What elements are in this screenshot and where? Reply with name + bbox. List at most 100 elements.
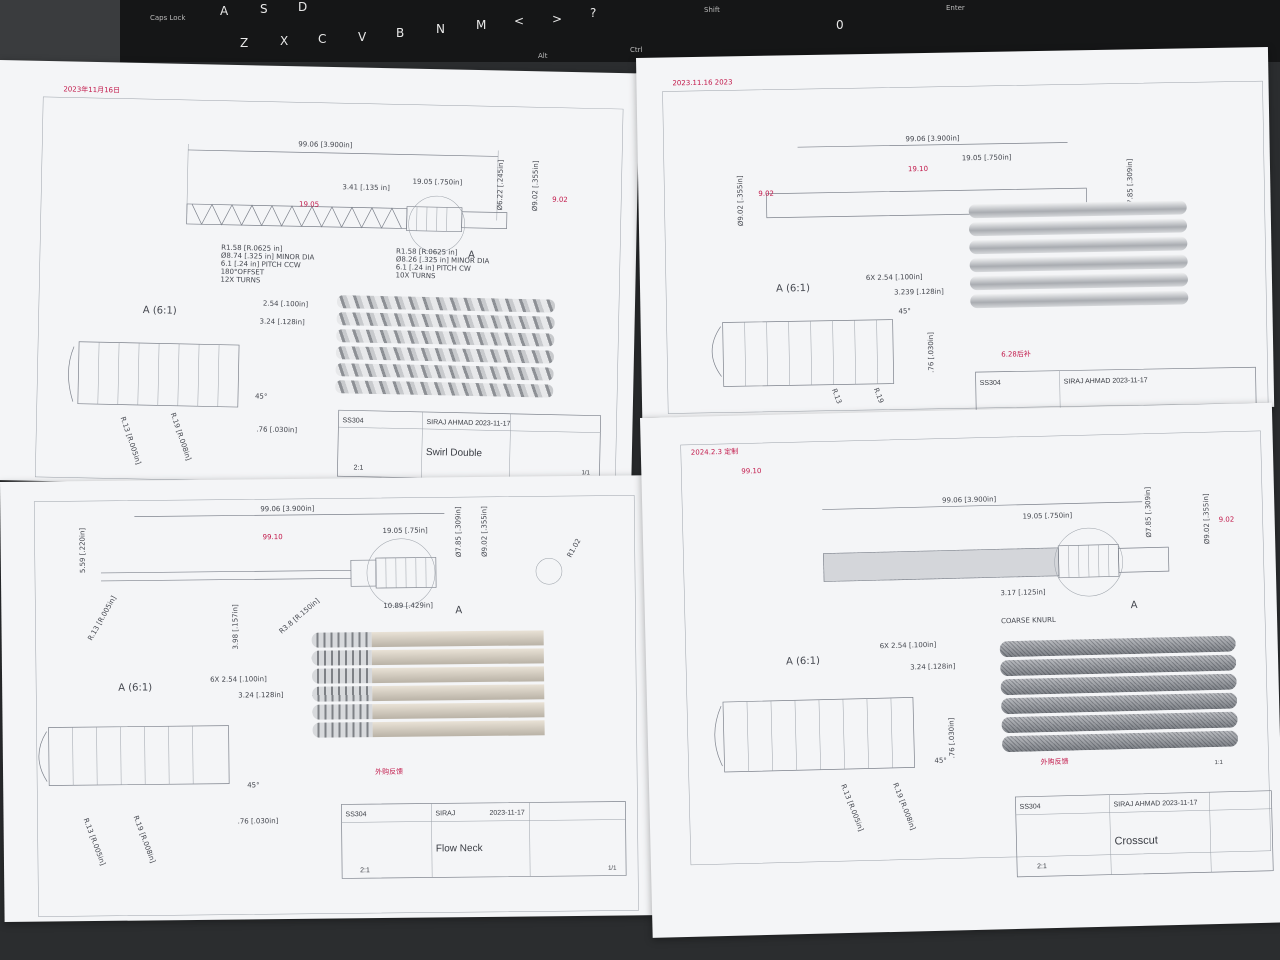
detail-dim-3: .76 [.030in] (256, 425, 297, 434)
red-note: 外购反馈 (375, 767, 403, 776)
section-marker: A (468, 250, 475, 261)
dia-2: Ø9.02 [.355in] (1202, 493, 1211, 544)
detail-dim-2: 3.24 [.128in] (259, 317, 305, 326)
tb-material: SS304 (342, 417, 363, 424)
r-2: R3.8 [R.150in] (278, 597, 322, 636)
grip-length: 19.05 [.75in] (382, 527, 428, 535)
grip-length: 19.05 [.750in] (1022, 511, 1072, 520)
key-alt: Alt (538, 52, 548, 60)
red-note: 6.28后补 (1001, 349, 1031, 359)
key-enter: Enter (946, 4, 965, 12)
tb-date: 2023-11-17 (489, 810, 524, 817)
drawing-sheet-flow-neck: 99.06 [3.900in] 19.05 [.75in] A Ø7.85 [.… (0, 475, 655, 922)
red-tol-1: 19.05 (299, 200, 319, 208)
thread-note-1: R1.58 [R.0625 in] (221, 244, 283, 253)
tb-scale: 2:1 (360, 867, 370, 874)
tb-material: SS304 (1020, 803, 1041, 811)
date-note: 2023.11.16 2023 (672, 78, 732, 87)
overall-length: 99.06 [3.900in] (298, 140, 353, 149)
detail-r-1: R.13 [R.005in] (82, 817, 107, 867)
offset-dim: 3.41 [.135 in] (342, 183, 390, 192)
thread-note-6: R1.58 [R.0625 in] (396, 247, 458, 256)
detail-dim-3: .76 [.030in] (927, 332, 936, 373)
tb-author: SIRAJ AHMAD 2023-11-17 (1064, 377, 1148, 385)
red-tol-1: 99.10 (263, 533, 283, 541)
detail-dim-1: 6X 2.54 [.100in] (210, 675, 267, 684)
tb-scale: 2:1 (353, 464, 363, 471)
thread-note-2: Ø8.74 [.325 in] MINOR DIA (221, 252, 315, 262)
drawing-svg: 99.06 [3.900in] 19.05 [.75in] A Ø7.85 [.… (33, 495, 639, 917)
detail-r-2: R.19 (872, 387, 885, 405)
tb-title: Flow Neck (436, 843, 484, 854)
detail-dim-1: 2.54 [.100in] (263, 300, 309, 309)
tb-author: SIRAJ AHMAD 2023-11-17 (1114, 799, 1198, 808)
key-n: N (436, 22, 445, 36)
drawing-sheet-smooth: 2023.11.16 2023 99.06 [3.900in] 19.05 [.… (636, 46, 1275, 418)
date-note: 2024.2.3 定制 (691, 447, 739, 457)
overall-length: 99.06 [3.900in] (260, 505, 314, 514)
detail-r-2: R.19 [R.008in] (132, 815, 157, 865)
overall-length: 99.06 [3.900in] (905, 134, 960, 143)
detail-label: A (6:1) (776, 283, 810, 295)
tb-title: Crosscut (1114, 834, 1158, 847)
key-zero: 0 (836, 18, 844, 32)
dia-2: Ø7.85 [.309in] (1126, 158, 1135, 209)
detail-r-1: R.13 [R.005in] (839, 783, 865, 833)
thread-note-9: 10X TURNS (395, 271, 436, 280)
tb-sheet-no: 1/1 (608, 866, 617, 872)
dia-1: Ø7.85 [.309in] (454, 506, 463, 557)
tb-title: Swirl Double (426, 447, 483, 459)
date-note: 2023年11月16日 (63, 84, 120, 94)
neck-dia: 5.59 [.220in] (78, 528, 86, 574)
knurl-length: 3.17 [.125in] (1000, 588, 1046, 597)
key-v: V (358, 30, 367, 44)
tb-material: SS304 (980, 380, 1001, 387)
detail-angle: 45° (255, 392, 268, 400)
detail-r-1: R.13 [R.005in] (119, 416, 143, 466)
dia-2: Ø9.02 [.355in] (531, 160, 540, 211)
tb-author: SIRAJ AHMAD 2023-11-17 (426, 419, 510, 428)
thread-note-8: 6.1 [.24 in] PITCH CW (396, 263, 471, 273)
detail-angle: 45° (898, 307, 911, 315)
key-shift: Shift (704, 6, 720, 14)
len-2: 10.89 [.429in] (383, 601, 433, 610)
red-tol-2: 9.02 (758, 190, 774, 198)
swirl-rods-photo (335, 295, 556, 400)
thread-note-7: Ø8.26 [.325 in] MINOR DIA (396, 255, 490, 265)
detail-label: A (6:1) (143, 305, 177, 317)
crosscut-rods-photo (999, 635, 1239, 756)
red-note: 外购反馈 (1040, 757, 1068, 767)
dia-1: Ø6.22 [.245in] (496, 159, 505, 210)
tb-scale: 2:1 (1037, 863, 1047, 870)
dia-2: Ø9.02 [.355in] (480, 506, 489, 557)
key-d: D (298, 0, 308, 14)
knurl-note: COARSE KNURL (1001, 616, 1056, 625)
drawing-svg: 2023年11月16日 99.06 [3.900in] A 19.05 [.75… (35, 84, 624, 490)
drawing-sheet-crosscut: 2024.2.3 定制 99.06 [3.900in] 19.05 [.750i… (640, 402, 1280, 938)
detail-label: A (6:1) (786, 656, 820, 668)
detail-label: A (6:1) (118, 682, 152, 693)
red-tol-1: 99.10 (741, 467, 761, 475)
thread-note-4: 180°OFFSET (221, 268, 265, 277)
detail-dim-2: 3.239 [.128in] (894, 288, 944, 297)
r-3: R1.02 (566, 537, 583, 559)
key-slash: ? (590, 6, 597, 20)
key-s: S (260, 2, 268, 16)
key-x: X (280, 34, 289, 48)
thread-note-5: 12X TURNS (220, 276, 261, 285)
flow-neck-rods-photo (311, 630, 545, 744)
drawing-sheet-swirl-double: 2023年11月16日 99.06 [3.900in] A 19.05 [.75… (0, 60, 640, 494)
tb-sheet-no: 1/1 (581, 470, 590, 476)
key-m: M (476, 18, 487, 32)
tb-material: SS304 (345, 811, 366, 818)
smooth-rods-photo (968, 200, 1189, 316)
key-comma: < (514, 14, 525, 28)
drawing-svg: 2024.2.3 定制 99.06 [3.900in] 19.05 [.750i… (680, 430, 1274, 878)
detail-dim-1: 6X 2.54 [.100in] (880, 641, 937, 650)
desk-surface (0, 0, 120, 70)
overall-length: 99.06 [3.900in] (942, 495, 997, 504)
detail-r-2: R.19 [R.008in] (891, 782, 917, 832)
detail-r-1: R.13 (830, 387, 843, 405)
len-1: 3.98 [.157in] (231, 604, 239, 650)
detail-angle: 45° (934, 757, 947, 765)
